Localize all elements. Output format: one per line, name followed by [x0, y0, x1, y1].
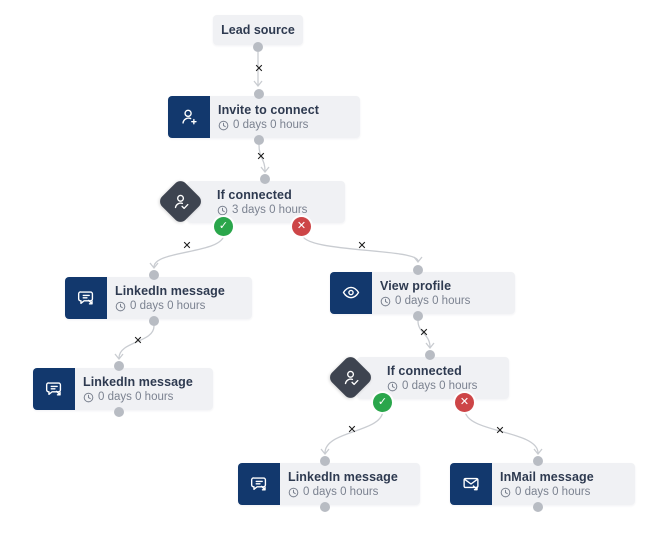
- node-linkedin-message-3[interactable]: LinkedIn message 0 days 0 hours: [238, 463, 420, 505]
- node-delay: 0 days 0 hours: [380, 295, 515, 307]
- node-delay: 0 days 0 hours: [83, 391, 213, 403]
- node-title: If connected: [387, 364, 462, 378]
- node-delay: 0 days 0 hours: [500, 486, 635, 498]
- edge-invite-to-if1-arrow: [260, 166, 270, 174]
- mail-arrow-icon: [450, 463, 492, 505]
- delete-edge-button[interactable]: ✕: [495, 425, 505, 437]
- delete-edge-button[interactable]: ✕: [256, 151, 266, 163]
- no-branch-badge: ✕: [292, 217, 311, 236]
- clock-icon: [288, 487, 299, 497]
- node-delay: 0 days 0 hours: [288, 486, 420, 498]
- node-delay: 0 days 0 hours: [218, 119, 360, 131]
- node-title: Invite to connect: [218, 103, 320, 117]
- node-delay: 0 days 0 hours: [387, 380, 509, 392]
- connector-dot[interactable]: [114, 407, 124, 417]
- node-title: InMail message: [500, 470, 594, 484]
- connector-dot[interactable]: [260, 174, 270, 184]
- clock-icon: [380, 296, 391, 306]
- user-check-icon: [157, 178, 205, 226]
- delete-edge-button[interactable]: ✕: [419, 327, 429, 339]
- user-check-icon: [327, 354, 375, 402]
- connector-dot[interactable]: [320, 456, 330, 466]
- node-title: LinkedIn message: [115, 284, 225, 298]
- connector-dot[interactable]: [253, 42, 263, 52]
- connector-dot[interactable]: [254, 135, 264, 145]
- clock-icon: [83, 392, 94, 402]
- connector-dot[interactable]: [254, 89, 264, 99]
- node-view-profile[interactable]: View profile 0 days 0 hours: [330, 272, 515, 314]
- connector-dot[interactable]: [413, 265, 423, 275]
- clock-icon: [500, 487, 511, 497]
- edge-if2-yes-arrow: [320, 448, 330, 456]
- node-inmail-message[interactable]: InMail message 0 days 0 hours: [450, 463, 635, 505]
- clock-icon: [387, 381, 398, 391]
- edge-if1-yes-arrow: [149, 262, 159, 270]
- clock-icon: [218, 120, 229, 130]
- node-title: If connected: [217, 188, 292, 202]
- connector-dot[interactable]: [425, 350, 435, 360]
- node-delay: 0 days 0 hours: [115, 300, 252, 312]
- node-delay: 3 days 0 hours: [217, 204, 345, 216]
- node-title: View profile: [380, 279, 452, 293]
- node-invite-to-connect[interactable]: Invite to connect 0 days 0 hours: [168, 96, 360, 138]
- clock-icon: [115, 301, 126, 311]
- connector-dot[interactable]: [149, 316, 159, 326]
- edge-lm1-to-lm2-arrow: [114, 353, 124, 361]
- node-if-connected-1[interactable]: If connected 3 days 0 hours: [157, 178, 345, 225]
- edge-if1-no-arrow: [413, 256, 423, 264]
- user-plus-icon: [168, 96, 210, 138]
- node-title: LinkedIn message: [83, 375, 193, 389]
- clock-icon: [217, 205, 228, 215]
- node-title: LinkedIn message: [288, 470, 398, 484]
- connector-dot[interactable]: [533, 502, 543, 512]
- connector-dot[interactable]: [533, 456, 543, 466]
- node-if-connected-2[interactable]: If connected 0 days 0 hours: [327, 354, 509, 401]
- connector-dot[interactable]: [413, 311, 423, 321]
- connector-dot[interactable]: [114, 361, 124, 371]
- no-branch-badge: ✕: [455, 393, 474, 412]
- node-linkedin-message-2[interactable]: LinkedIn message 0 days 0 hours: [33, 368, 213, 410]
- edge-vp-to-if2-arrow: [425, 342, 435, 350]
- chat-arrow-icon: [33, 368, 75, 410]
- connector-dot[interactable]: [320, 502, 330, 512]
- delete-edge-button[interactable]: ✕: [182, 240, 192, 252]
- node-linkedin-message-1[interactable]: LinkedIn message 0 days 0 hours: [65, 277, 252, 319]
- delete-edge-button[interactable]: ✕: [347, 424, 357, 436]
- delete-edge-button[interactable]: ✕: [133, 335, 143, 347]
- eye-icon: [330, 272, 372, 314]
- delete-edge-button[interactable]: ✕: [254, 63, 264, 75]
- chat-arrow-icon: [238, 463, 280, 505]
- connector-dot[interactable]: [149, 270, 159, 280]
- yes-branch-badge: ✓: [373, 393, 392, 412]
- chat-arrow-icon: [65, 277, 107, 319]
- delete-edge-button[interactable]: ✕: [357, 240, 367, 252]
- edge-lead-to-invite-arrow: [253, 80, 263, 88]
- yes-branch-badge: ✓: [214, 217, 233, 236]
- edge-if2-no-arrow: [533, 448, 543, 456]
- node-lead-source[interactable]: Lead source: [213, 15, 303, 45]
